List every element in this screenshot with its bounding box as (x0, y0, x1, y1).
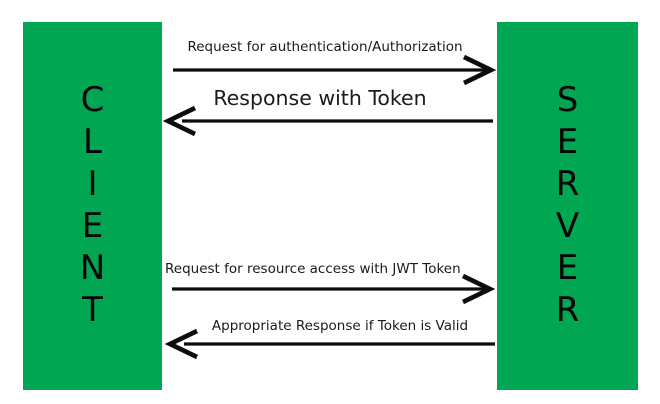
message-label-auth-request: Request for authentication/Authorization (187, 39, 463, 55)
message-label-token-response: Response with Token (213, 86, 427, 110)
server-label: SERVER (547, 80, 588, 332)
message-label-valid-token-response: Appropriate Response if Token is Valid (211, 318, 469, 334)
auth-request-arrow (173, 54, 497, 86)
token-response-arrow (162, 105, 493, 137)
server-box: SERVER (497, 22, 638, 390)
valid-token-response-arrow (164, 328, 495, 360)
client-label: CLIENT (72, 80, 113, 332)
client-box: CLIENT (23, 22, 162, 390)
message-label-resource-request: Request for resource access with JWT Tok… (165, 261, 461, 277)
resource-request-arrow (172, 273, 496, 305)
